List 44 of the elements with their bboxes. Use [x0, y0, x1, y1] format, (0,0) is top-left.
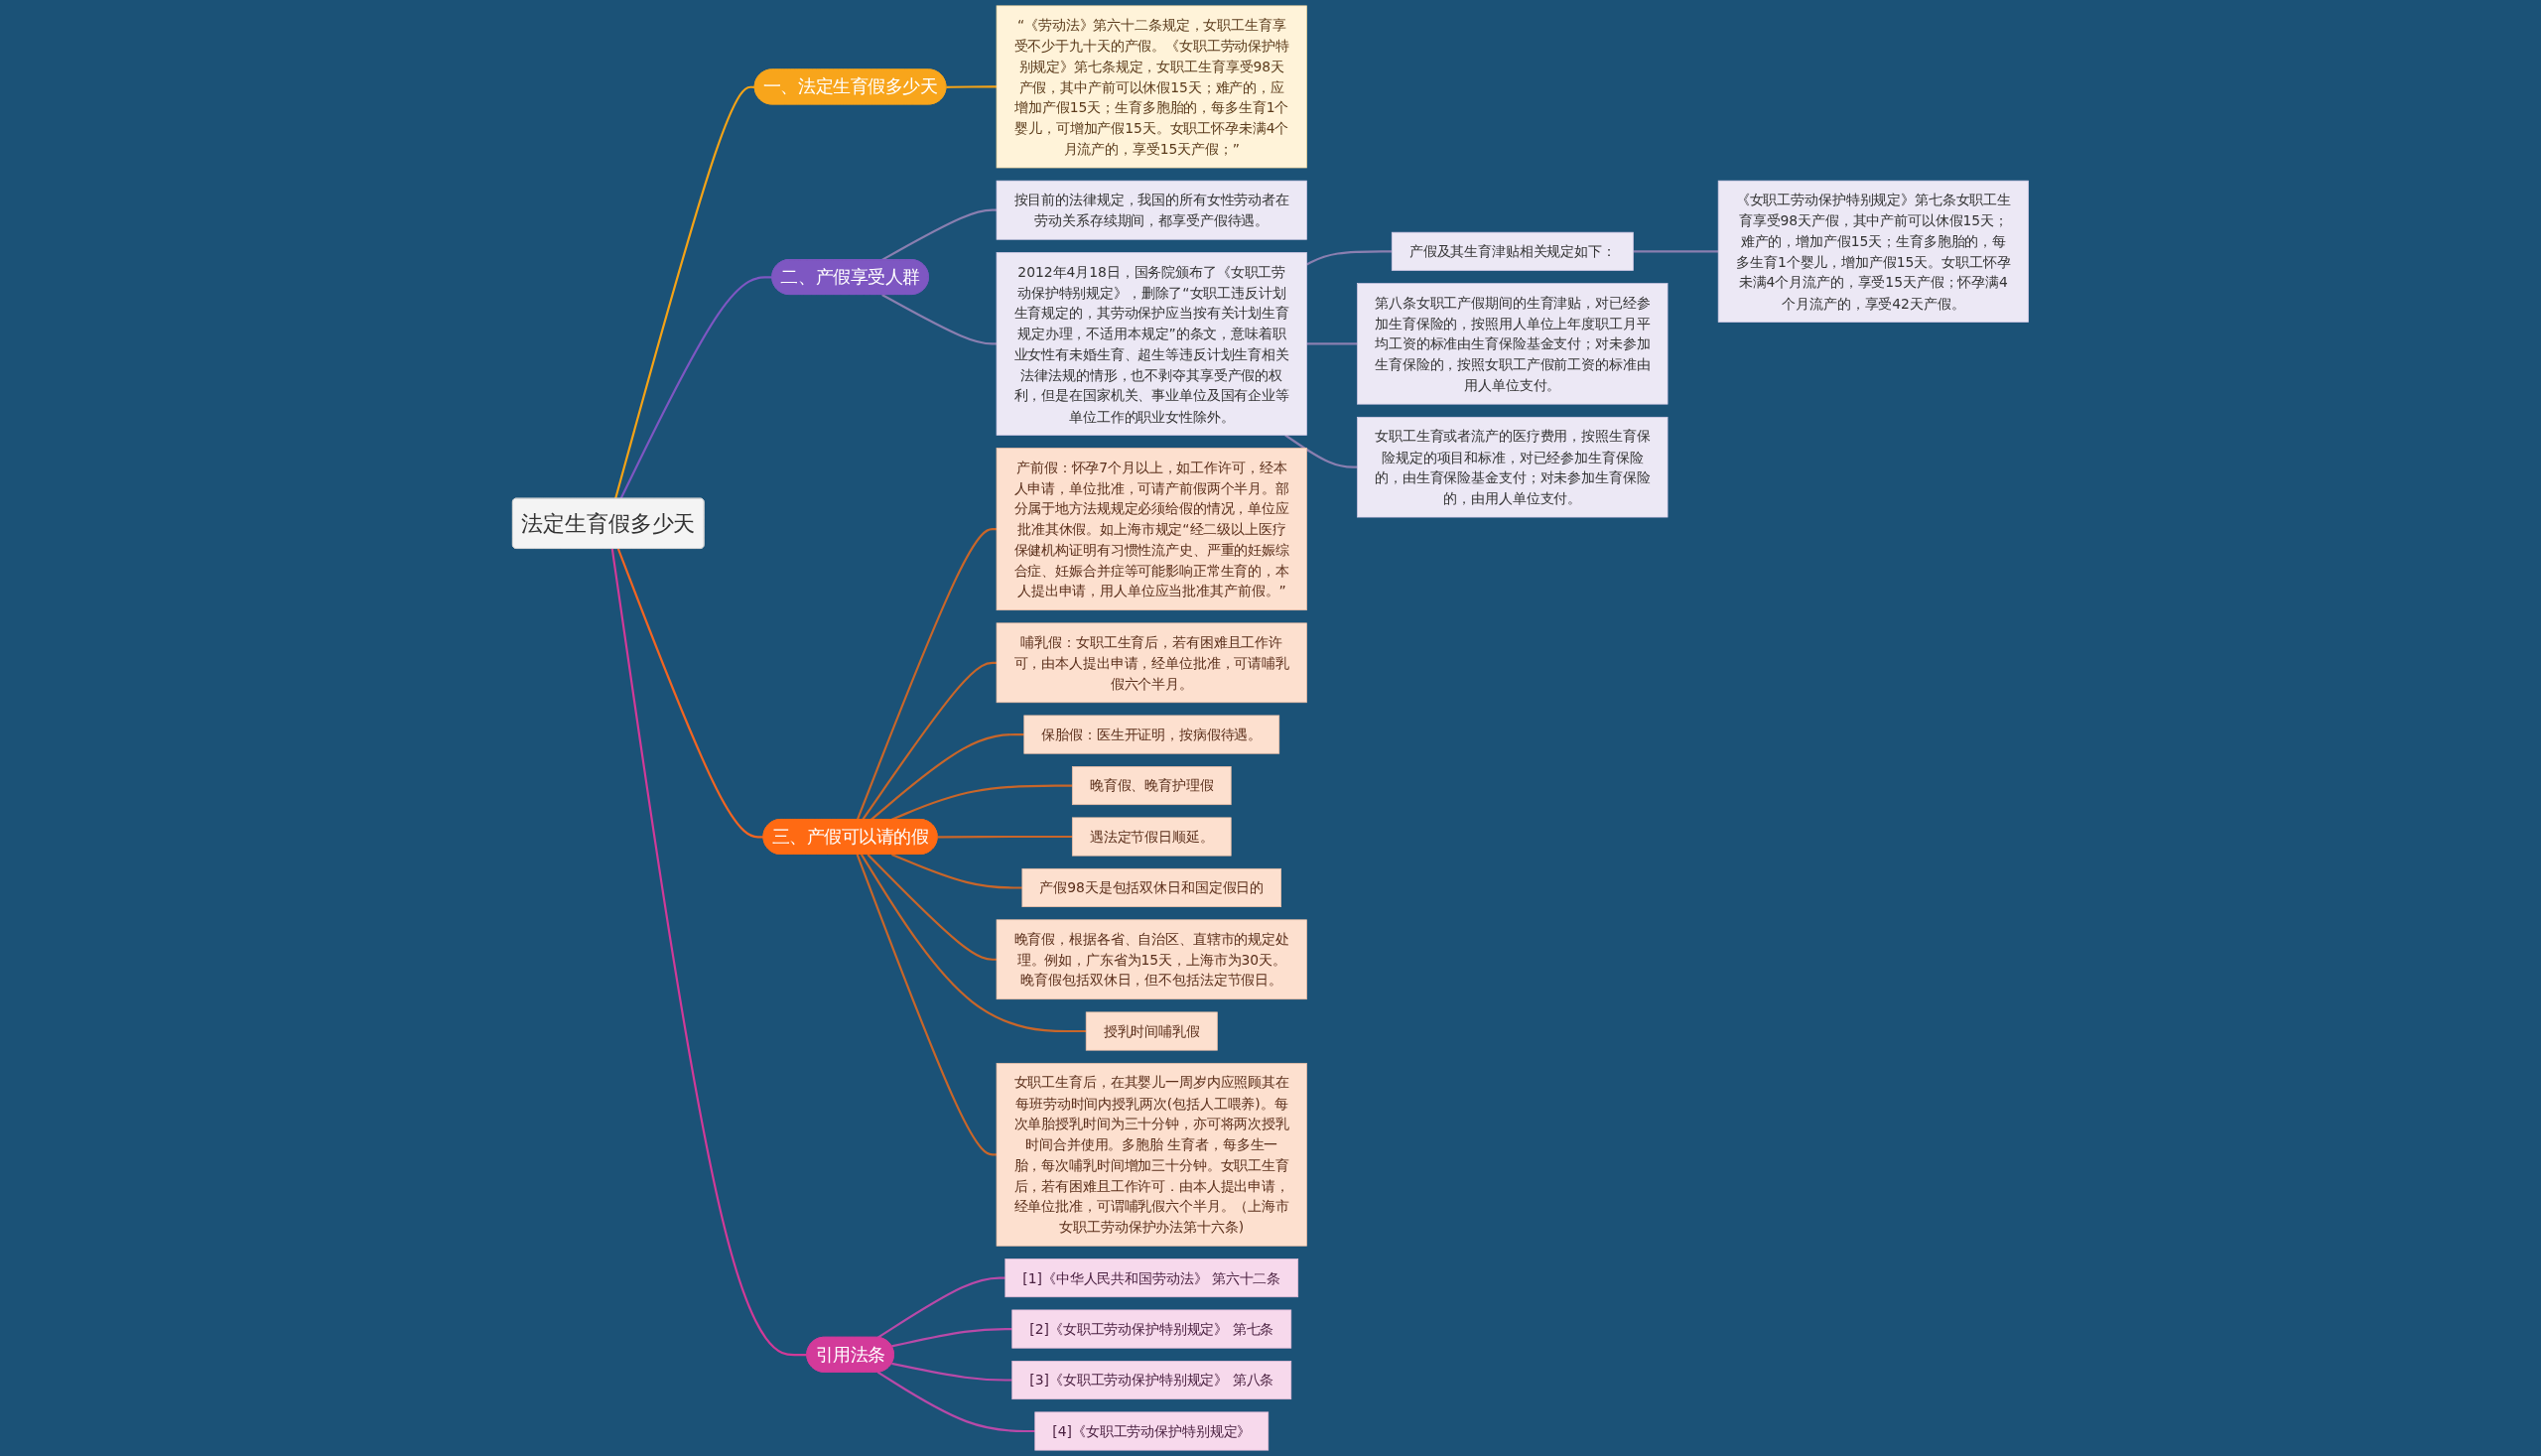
- node-box: [4]《女职工劳动保护特别规定》: [1034, 1411, 1270, 1451]
- node-box: 产假98天是包括双休日和国定假日的: [1021, 867, 1281, 907]
- node-box: 遇法定节假日顺延。: [1071, 817, 1232, 857]
- connector: [610, 548, 808, 1357]
- node-box: [2]《女职工劳动保护特别规定》 第七条: [1011, 1309, 1292, 1349]
- node-box: 哺乳假：女职工生育后，若有困难且工作许可，由本人提出申请，经单位批准，可请哺乳假六个半月。: [996, 622, 1307, 704]
- connector: [891, 853, 1022, 889]
- node-box: [3]《女职工劳动保护特别规定》 第八条: [1011, 1361, 1292, 1400]
- node-box: 2012年4月18日，国务院颁布了《女职工劳动保护特别规定》，删除了“女职工违反计划生育规定的，其劳动保护应当按有关计划生育规定办理，不适用本规定”的条文，意味着职业女性有未婚生育、超生等违反计划生育相关法律法规的情形，也不剥夺其享受产假的权利，但是在国家机关、事业单位及国有企业等单位工作的职业女性除外。: [996, 252, 1307, 436]
- node-box: 产假及其生育津贴相关规定如下：: [1391, 231, 1634, 271]
- connector: [1284, 434, 1358, 468]
- connector: [1633, 250, 1719, 253]
- connector: [860, 854, 1087, 1033]
- connector: [946, 85, 998, 88]
- connector: [891, 1327, 1012, 1348]
- connector: [614, 85, 755, 499]
- connector: [867, 854, 998, 961]
- connector: [881, 208, 998, 261]
- node-box: [1]《中华人民共和国劳动法》 第六十二条: [1004, 1258, 1299, 1298]
- connector: [870, 732, 1024, 821]
- node-box: 第八条女职工产假期间的生育津贴，对已经参加生育保险的，按照用人单位上年度职工月平均工资的标准由生育保险基金支付；对未参加生育保险的，按照女职工产假前工资的标准由用人单位支付。: [1357, 283, 1669, 405]
- node-box: 晚育假，根据各省、自治区、直辖市的规定处理。例如，广东省为15天，上海市为30天。晚育假包括双休日，但不包括法定节假日。: [996, 919, 1307, 1000]
- connector: [881, 294, 998, 345]
- node-box: 按目前的法律规定，我国的所有女性劳动者在劳动关系存续期间，都享受产假待遇。: [996, 180, 1307, 240]
- node-box: 授乳时间哺乳假: [1085, 1011, 1218, 1051]
- node-box: 女职工生育后，在其婴儿一周岁内应照顾其在每班劳动时间内授乳两次(包括人工喂养)。每次单胎授乳时间为三十分钟，亦可将两次授乳时间合并使用。多胞胎 生育者，每多生一胎，每次哺乳时间增加三十分钟。女职工生育后，若有困难且工作许可．由本人提出申请，经单位批准，可谓哺乳假六个半月。（上海市女职工劳动保护办法第十六条): [996, 1062, 1307, 1247]
- connector: [876, 1371, 1035, 1433]
- node-box: “《劳动法》第六十二条规定，女职工生育享受不少于九十天的产假。《女职工劳动保护特别规定》第七条规定，女职工生育享受98天产假，其中产前可以休假15天；难产的，应增加产假15天；生育多胞胎的，每多生育1个婴儿，可增加产假15天。女职工怀孕未满4个月流产的，享受15天产假；”: [996, 5, 1307, 169]
- connector: [937, 835, 1073, 839]
- connector: [1306, 342, 1358, 345]
- connector: [891, 1362, 1012, 1382]
- node-box: 产前假：怀孕7个月以上，如工作许可，经本人申请，单位批准，可请产前假两个半月。部分属于地方法规规定必须给假的情况，单位应批准其休假。如上海市规定“经二级以上医疗保健机构证明有习惯性流产史、严重的妊娠综合症、妊娠合并症等可能影响正常生育的，本人提出申请，用人单位应当批准其产前假。”: [996, 448, 1307, 611]
- connector: [862, 661, 998, 821]
- connector: [619, 276, 773, 500]
- node-box: 保胎假：医生开证明，按病假待遇。: [1023, 715, 1280, 754]
- connector: [856, 854, 998, 1156]
- node-box: 女职工生育或者流产的医疗费用，按照生育保险规定的项目和标准，对已经参加生育保险的，由生育保险基金支付；对未参加生育保险的，由用人单位支付。: [1357, 416, 1669, 518]
- node-box: 晚育假、晚育护理假: [1071, 766, 1232, 806]
- connector: [876, 1276, 1005, 1339]
- node-box: 《女职工劳动保护特别规定》第七条女职工生育享受98天产假，其中产前可以休假15天；难产的，增加产假15天；生育多胞胎的，每多生育1个婴儿，增加产假15天。女职工怀孕未满4个月流产的，享受15天产假；怀孕满4个月流产的，享受42天产假。: [1717, 180, 2029, 323]
- connector: [616, 548, 764, 839]
- connector: [1306, 250, 1393, 266]
- connector: [891, 784, 1073, 821]
- connector: [856, 528, 998, 821]
